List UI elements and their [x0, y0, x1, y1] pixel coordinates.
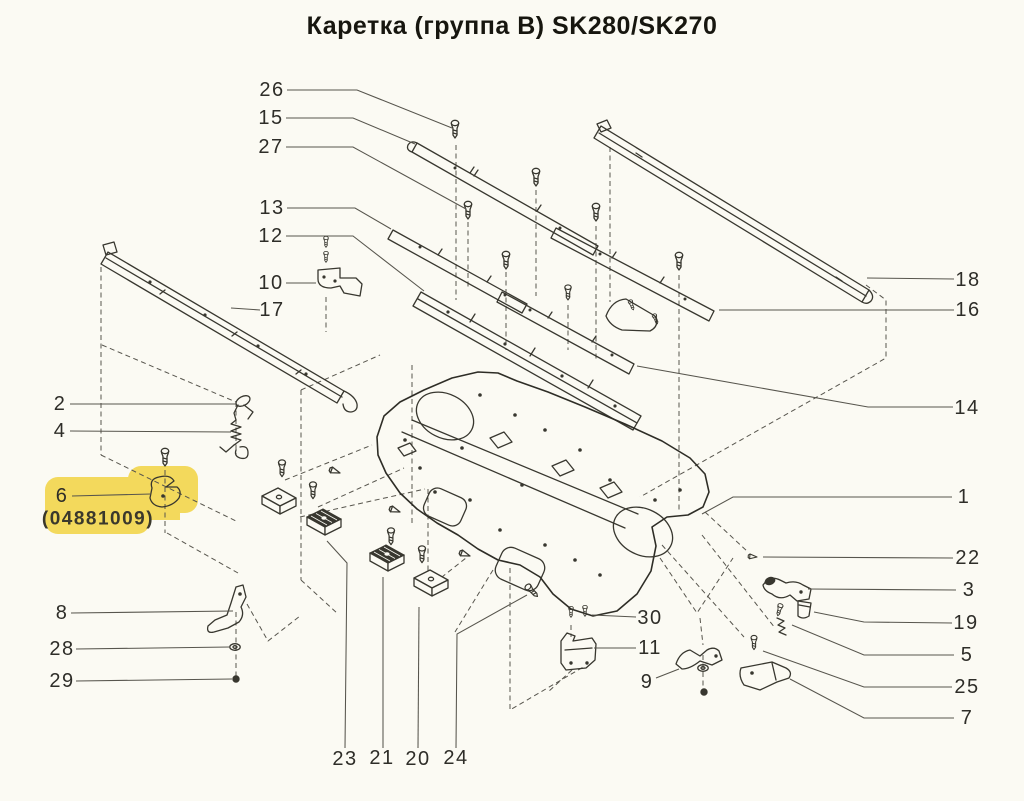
leader-part-18 — [866, 277, 955, 280]
block-part20 — [413, 569, 449, 597]
leader-part-12 — [286, 235, 425, 292]
arm-part9 — [675, 647, 723, 696]
part-label-24: 24 — [443, 747, 468, 769]
lever-part3 — [762, 576, 812, 602]
leader-part-24 — [455, 594, 528, 749]
leader-part-20 — [417, 606, 420, 749]
leader-part-15 — [286, 117, 416, 145]
part-label-26: 26 — [259, 79, 284, 101]
leader-part-3 — [807, 588, 957, 591]
rail-upper-right-part18 — [593, 119, 874, 304]
part-label-17: 17 — [259, 299, 284, 321]
page-title: Каретка (группа B) SK280/SK270 — [306, 12, 718, 40]
part-label-21: 21 — [369, 747, 394, 769]
part-label-(04881009): (04881009) — [42, 509, 154, 530]
leader-part-30 — [591, 614, 637, 618]
part-label-19: 19 — [953, 612, 978, 634]
leader-part-14 — [636, 365, 953, 408]
part-label-8: 8 — [56, 602, 69, 624]
leader-part-27 — [286, 146, 467, 210]
part-label-25: 25 — [954, 676, 979, 698]
leader-part-17 — [230, 307, 261, 311]
bracket-part8 — [206, 584, 247, 683]
leader-part-23 — [326, 540, 348, 749]
leader-part-22 — [762, 556, 954, 559]
part-label-13: 13 — [259, 197, 284, 219]
part-label-18: 18 — [955, 269, 980, 291]
leader-part-1 — [701, 496, 952, 515]
leader-part-4 — [69, 430, 232, 433]
part-label-11: 11 — [638, 637, 662, 659]
cap-part19 — [797, 600, 812, 619]
part-label-6: 6 — [56, 485, 69, 507]
leader-part-19 — [813, 611, 953, 624]
bracket-part7 — [739, 661, 792, 691]
part-label-14: 14 — [954, 397, 979, 419]
part-label-29: 29 — [49, 670, 74, 692]
leader-part-13 — [287, 207, 392, 230]
part-label-30: 30 — [637, 607, 662, 629]
part-label-16: 16 — [955, 299, 980, 321]
leader-part-7 — [789, 678, 954, 719]
block-part23 — [306, 508, 342, 536]
part-label-27: 27 — [258, 136, 283, 158]
part-label-2: 2 — [54, 393, 67, 415]
leader-part-9 — [655, 668, 680, 679]
part-label-7: 7 — [961, 707, 974, 729]
screw-part25 — [750, 634, 758, 651]
cam-strip-part16 — [550, 227, 715, 322]
slider-blocks — [261, 487, 449, 597]
carriage-base-plate-part1 — [376, 371, 710, 617]
nut-part29 — [232, 675, 240, 683]
leader-part-25 — [762, 650, 952, 688]
lever-part2 — [233, 395, 254, 421]
leader-lines — [69, 89, 957, 749]
spring-screw-part5 — [774, 602, 787, 636]
bracket-part10 — [317, 267, 363, 297]
cam-strip-part14 — [496, 291, 658, 375]
bracket-part11 — [560, 632, 597, 671]
leader-part-26 — [287, 89, 453, 129]
part-label-3: 3 — [963, 579, 976, 601]
part-label-1: 1 — [958, 486, 971, 508]
leader-part-8 — [70, 610, 234, 614]
cam-plate-part12 — [412, 291, 642, 431]
leader-part-29 — [75, 678, 233, 682]
leader-part-5 — [791, 624, 954, 656]
part-label-20: 20 — [405, 748, 430, 770]
projection-lines — [100, 145, 887, 711]
part-label-9: 9 — [641, 671, 654, 693]
part-label-28: 28 — [49, 638, 74, 660]
block-part21 — [369, 544, 405, 572]
screws — [160, 119, 758, 651]
part-label-23: 23 — [332, 748, 357, 770]
spring-part4 — [219, 419, 249, 460]
rail-left-part17 — [100, 241, 358, 413]
part-label-22: 22 — [955, 547, 980, 569]
leader-part-6 — [71, 493, 152, 497]
washer-part28 — [229, 643, 241, 651]
part-label-10: 10 — [258, 272, 283, 294]
leader-part-28 — [75, 646, 231, 650]
part-label-5: 5 — [961, 644, 974, 666]
cam-strip-part13 — [387, 229, 528, 314]
part-label-12: 12 — [258, 225, 283, 247]
cam-strip-part15 — [406, 141, 599, 256]
part-label-4: 4 — [54, 420, 67, 442]
part-label-15: 15 — [258, 107, 283, 129]
screw-part22 — [747, 553, 758, 560]
bracket-part6 — [149, 475, 181, 508]
